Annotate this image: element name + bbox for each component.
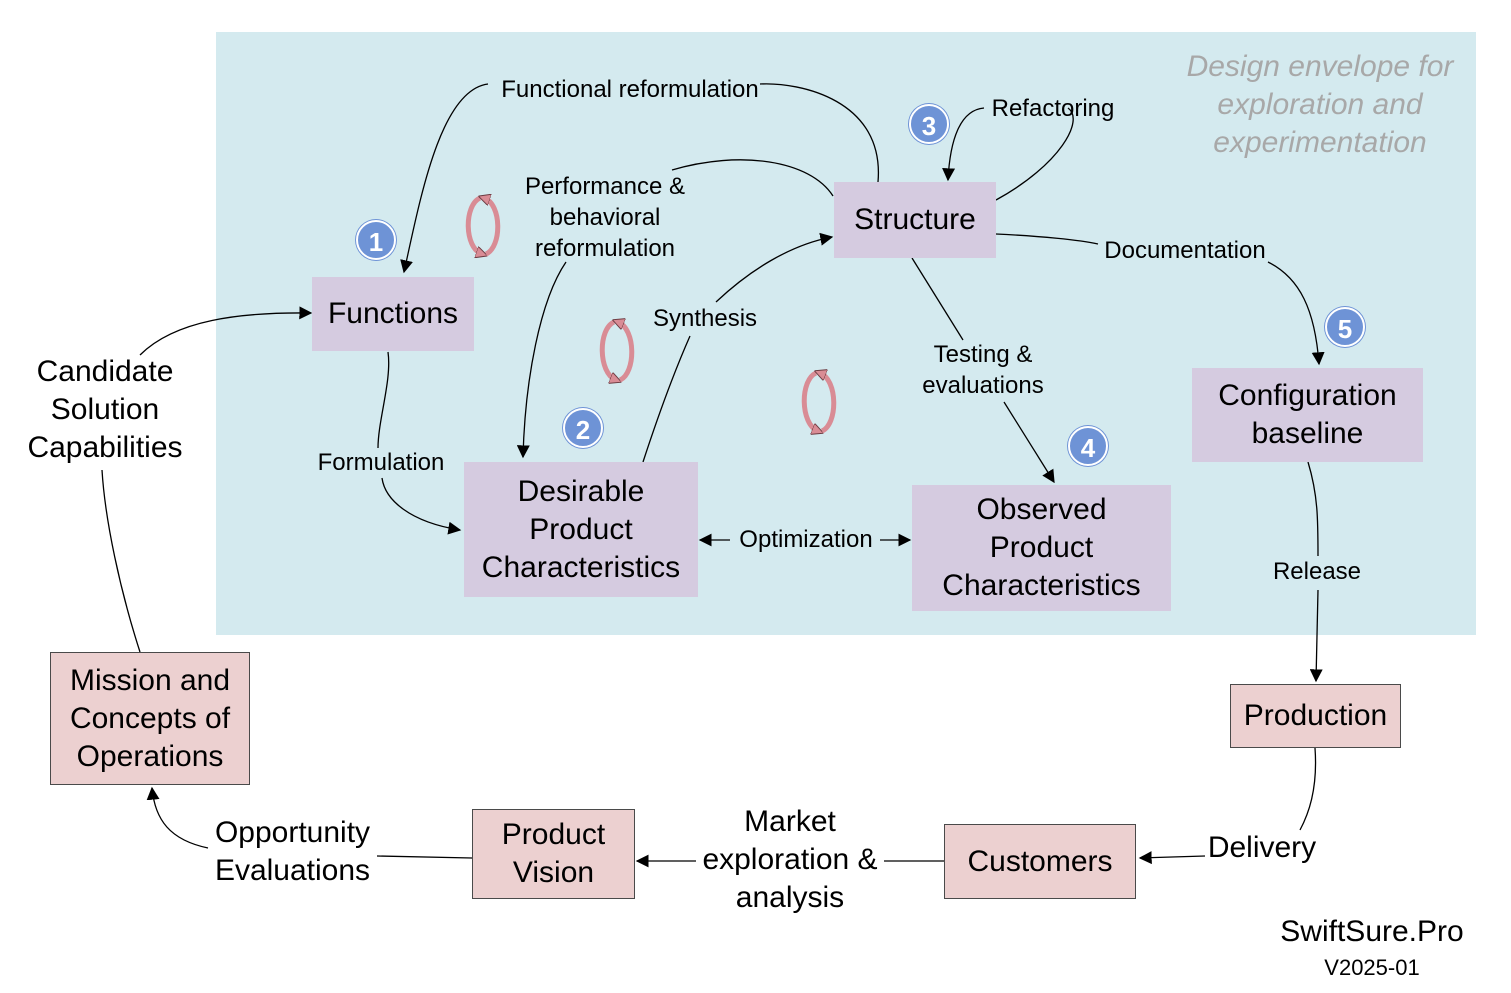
edge-functional-reformulation-arrow — [400, 83, 489, 274]
cycle-arrows-icon — [599, 322, 635, 380]
step-badge-3: 3 — [909, 104, 949, 144]
edge-formulation-lower — [381, 477, 462, 535]
edge-candidate-upper — [139, 306, 313, 356]
version-label: V2025-01 — [1324, 955, 1420, 980]
node-customers: Customers — [944, 824, 1136, 899]
edge-testing-lower — [1003, 401, 1055, 484]
label-synthesis: Synthesis — [652, 305, 758, 332]
label-candidate-solution-capabilities: Candidate Solution Capabilities — [27, 355, 183, 464]
edge-candidate-lower — [101, 469, 141, 653]
label-release: Release — [1272, 558, 1362, 585]
node-mission-concepts: Mission and Concepts of Operations — [50, 652, 250, 785]
label-market-exploration: Market exploration & analysis — [702, 805, 878, 914]
label-formulation: Formulation — [317, 449, 445, 476]
label-delivery: Delivery — [1207, 831, 1317, 864]
label-opportunity-evaluations: Opportunity Evaluations — [214, 816, 371, 887]
node-desirable-product-characteristics: Desirable Product Characteristics — [464, 462, 698, 597]
edge-delivery — [1299, 747, 1317, 831]
node-configuration-baseline: Configuration baseline — [1192, 368, 1423, 462]
label-refactoring: Refactoring — [991, 95, 1115, 122]
envelope-title: Design envelope for exploration and expe… — [1186, 50, 1454, 159]
cycle-arrows-icon — [801, 373, 837, 431]
edge-opportunity-left — [146, 786, 209, 849]
edge-formulation-upper — [377, 351, 390, 449]
cycle-arrows-icon — [465, 198, 501, 254]
edge-documentation-left — [995, 233, 1099, 245]
edge-performance-reformulation — [671, 159, 834, 197]
node-functions: Functions — [312, 277, 474, 351]
node-structure: Structure — [834, 182, 996, 258]
edge-opportunity-right — [376, 855, 473, 859]
label-performance-reformulation: Performance & behavioral reformulation — [524, 173, 686, 262]
step-badge-4: 4 — [1068, 426, 1108, 466]
edge-release-upper — [1307, 461, 1319, 557]
edge-functional-reformulation — [759, 83, 879, 183]
edge-synthesis-upper — [715, 232, 834, 303]
edge-documentation-right — [1267, 261, 1325, 366]
label-testing-evaluations: Testing & evaluations — [922, 341, 1044, 399]
edge-performance-reformulation-arrow — [516, 261, 567, 459]
edge-testing-upper — [911, 257, 964, 341]
label-documentation: Documentation — [1104, 237, 1266, 264]
edge-delivery-arrow — [1138, 851, 1206, 865]
node-observed-product-characteristics: Observed Product Characteristics — [912, 485, 1171, 611]
step-badge-2: 2 — [563, 408, 603, 448]
brand-label: SwiftSure.Pro — [1280, 915, 1464, 948]
node-production: Production — [1230, 684, 1401, 748]
edge-release-lower — [1309, 589, 1323, 683]
edge-synthesis-lower — [642, 335, 691, 463]
edge-refactoring-arrow — [942, 107, 985, 182]
label-optimization: Optimization — [739, 526, 873, 553]
step-badge-1: 1 — [356, 220, 396, 260]
edge-refactoring — [995, 107, 1074, 201]
label-functional-reformulation: Functional reformulation — [501, 76, 759, 103]
node-product-vision: Product Vision — [472, 809, 635, 899]
step-badge-5: 5 — [1325, 307, 1365, 347]
